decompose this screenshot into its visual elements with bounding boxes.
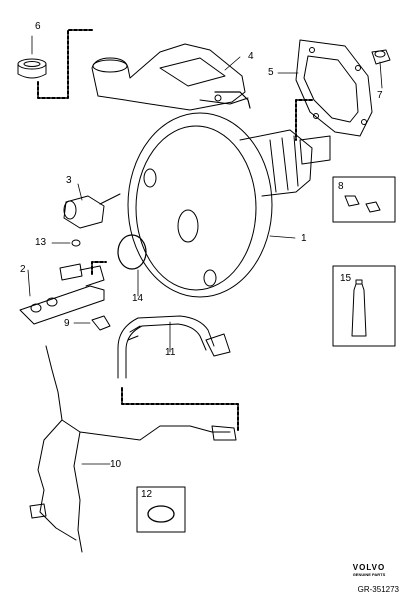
- clamp-box-12: [136, 486, 186, 533]
- brake-booster-1: [127, 112, 331, 298]
- bolt-box-8: [332, 176, 396, 223]
- fitting-9: [91, 315, 111, 331]
- brake-fluid-box-15: [332, 265, 396, 347]
- nut-7: [371, 49, 391, 65]
- brand-name: VOLVO: [352, 563, 386, 572]
- dashed-link-5: [295, 99, 313, 141]
- callout-12: 12: [141, 489, 153, 500]
- callout-10: 10: [110, 459, 122, 470]
- volvo-logo: VOLVO GENUINE PARTS: [339, 563, 399, 577]
- leader-lines: [27, 35, 383, 465]
- dashed-link-11: [121, 387, 239, 433]
- callout-4: 4: [248, 51, 254, 62]
- callout-9: 9: [64, 318, 70, 329]
- gasket-plate-5: [295, 39, 373, 137]
- brand-subtitle: GENUINE PARTS: [352, 572, 386, 577]
- callout-14: 14: [132, 293, 144, 304]
- master-cylinder-2: [19, 263, 105, 325]
- o-ring-14: [117, 234, 147, 270]
- vacuum-hose-11: [117, 315, 231, 379]
- pressure-sensor-3: [63, 193, 121, 229]
- wiring-harness-10: [29, 345, 237, 553]
- reservoir-cap-6: [17, 58, 47, 79]
- callout-2: 2: [20, 264, 26, 275]
- callout-6: 6: [35, 21, 41, 32]
- nut-13: [71, 239, 81, 247]
- callout-5: 5: [268, 67, 274, 78]
- dashed-link-6: [37, 29, 93, 99]
- diagram-reference: GR-351273: [357, 585, 399, 594]
- callout-1: 1: [301, 233, 307, 244]
- callout-7: 7: [377, 90, 383, 101]
- callout-11: 11: [165, 347, 176, 358]
- callout-8: 8: [338, 181, 344, 192]
- dashed-link-2: [91, 261, 107, 275]
- fluid-reservoir-4: [91, 43, 251, 111]
- callout-13: 13: [35, 237, 47, 248]
- callout-3: 3: [66, 175, 72, 186]
- callout-15: 15: [340, 273, 352, 284]
